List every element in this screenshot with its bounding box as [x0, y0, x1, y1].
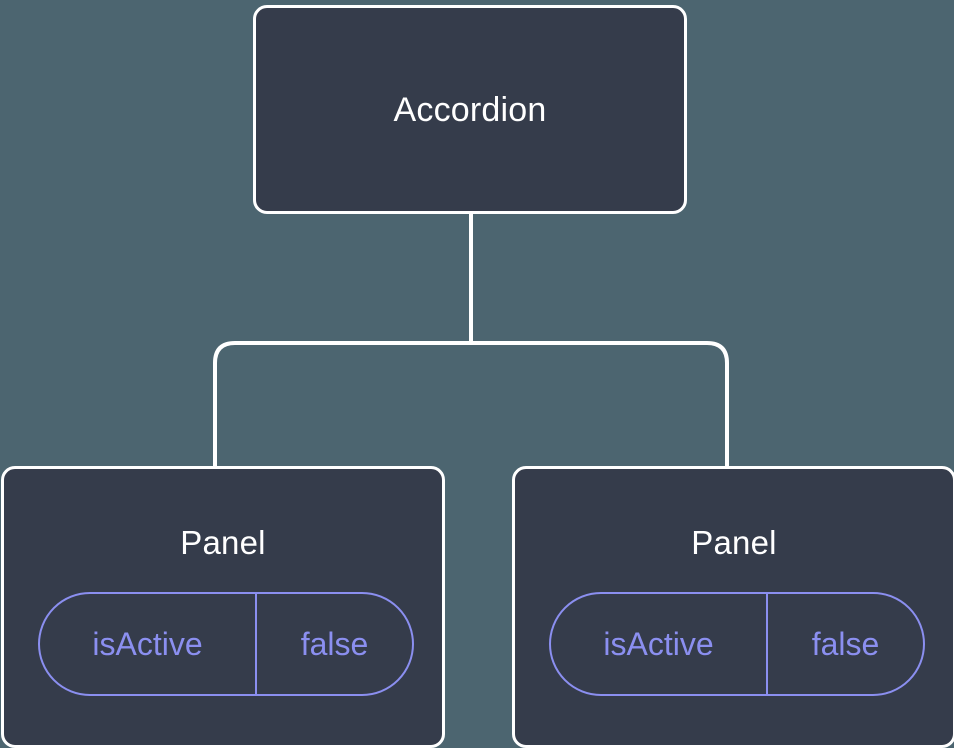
- edge-accordion-to-panel-right: [471, 341, 729, 466]
- node-panel-right[interactable]: Panel isActive false: [512, 466, 954, 748]
- panel-left-prop-badge[interactable]: isActive false: [38, 592, 414, 696]
- panel-right-prop-value: false: [811, 626, 880, 662]
- panel-left-prop-value: false: [300, 626, 369, 662]
- node-accordion[interactable]: Accordion: [253, 5, 687, 214]
- node-panel-left-label: Panel: [180, 524, 266, 561]
- edge-accordion-to-panel-left: [213, 341, 471, 466]
- node-accordion-label: Accordion: [393, 90, 547, 129]
- node-panel-right-label: Panel: [691, 524, 777, 561]
- node-panel-left[interactable]: Panel isActive false: [1, 466, 445, 748]
- panel-left-prop-key: isActive: [40, 594, 257, 694]
- panel-right-prop-badge[interactable]: isActive false: [549, 592, 925, 696]
- panel-right-prop-key: isActive: [551, 594, 768, 694]
